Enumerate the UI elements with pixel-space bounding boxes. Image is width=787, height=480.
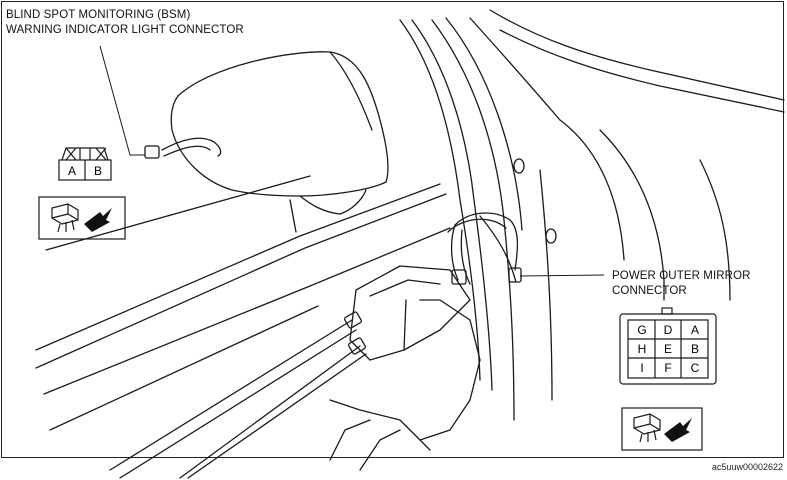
pin-i: I [640,361,643,375]
bsm-label-line1: BLIND SPOT MONITORING (BSM) [6,9,191,21]
pin-g: G [637,323,646,337]
connector-view-arrow-icon-2 [621,407,703,451]
bsm-connector-plug [144,145,160,159]
pin-h: H [638,342,647,356]
pin-d: D [664,323,673,337]
power-mirror-label-line1: POWER OUTER MIRROR [612,270,751,282]
connector-view-arrow-icon [38,196,126,240]
pin-e: E [664,342,672,356]
bsm-connector-diagram [58,147,112,181]
figure-frame [1,1,784,458]
power-mirror-harness [454,212,519,271]
regulator-block [349,265,471,361]
figure-code: ac5uuw00002622 [711,462,783,472]
pin-c: C [691,361,700,375]
a-pillar [399,19,481,381]
door-rod [109,319,353,471]
pin-a: A [691,323,699,337]
bsm-pin-b: B [94,164,102,178]
bsm-leader-line [99,45,145,156]
pin-b: B [691,342,699,356]
pin-f: F [664,361,671,375]
bsm-harness [161,137,222,157]
pom-leader-line [519,274,605,277]
bsm-pin-a: A [68,164,76,178]
mirror-connector-diagram [619,307,717,385]
outer-mirror-housing [170,51,389,197]
power-mirror-label-line2: CONNECTOR [612,285,687,297]
bsm-label-line2: WARNING INDICATOR LIGHT CONNECTOR [6,24,244,36]
